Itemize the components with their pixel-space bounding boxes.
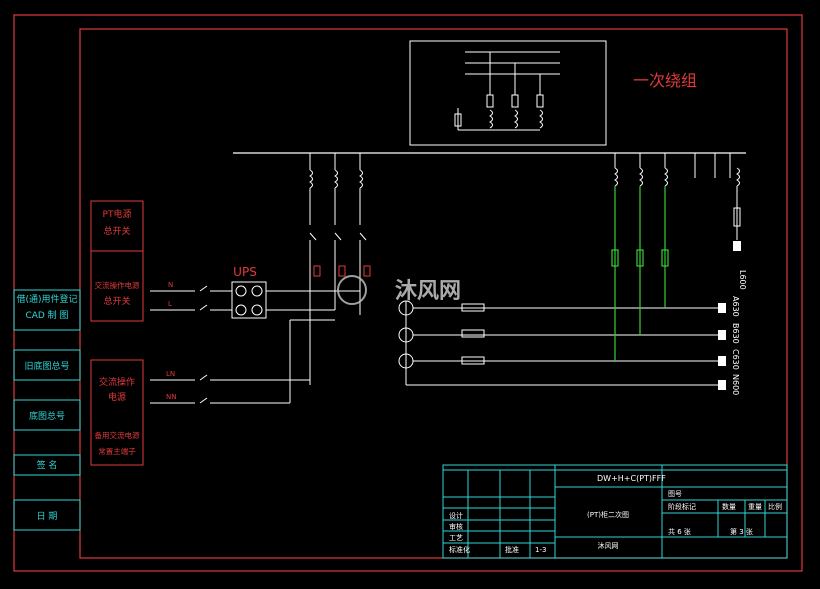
wire-n: N bbox=[168, 281, 173, 289]
ac-wiring bbox=[150, 285, 360, 404]
panel-text-6: 电源 bbox=[108, 391, 126, 403]
drawing-name: (PT)柜二次图 bbox=[587, 510, 629, 519]
pt-branch-right bbox=[614, 153, 741, 240]
page-code: 1-3 bbox=[535, 546, 546, 554]
panel-text-4: 总开关 bbox=[103, 295, 130, 307]
bus-a: A630 bbox=[731, 296, 740, 317]
watermark: 沐风网 bbox=[337, 275, 461, 305]
heading: 一次绕组 bbox=[633, 71, 697, 90]
panel-text-5: 交流操作 bbox=[99, 376, 135, 388]
mark-weight: 重量 bbox=[748, 503, 762, 511]
panel-text-3: 交流操作电源 bbox=[95, 280, 140, 290]
sheet-current: 第 3 张 bbox=[730, 527, 753, 536]
title-block bbox=[442, 464, 788, 559]
row-design: 设计 bbox=[449, 511, 463, 520]
panel-text-7: 备用交流电源 bbox=[95, 430, 140, 440]
drawing-number: DW+H+C(PT)FFF bbox=[597, 474, 666, 483]
mark-stage: 阶段标记 bbox=[668, 502, 696, 511]
side-label-2: CAD 制 图 bbox=[25, 309, 68, 321]
panel-text-1: PT电源 bbox=[103, 208, 132, 220]
l600-label: L600 bbox=[738, 270, 747, 290]
row-review: 审核 bbox=[449, 522, 463, 531]
side-label-4: 底图总号 bbox=[29, 410, 65, 422]
row-process: 工艺 bbox=[449, 534, 463, 542]
pt-branch-left bbox=[309, 153, 367, 385]
left-panel bbox=[90, 200, 144, 466]
wire-l: L bbox=[168, 300, 172, 308]
panel-text-2: 总开关 bbox=[103, 225, 130, 237]
wire-ln: LN bbox=[166, 370, 175, 378]
meters bbox=[398, 300, 720, 386]
side-strip bbox=[13, 289, 81, 531]
side-label-1: 借(通)用件登记 bbox=[16, 293, 77, 305]
mark-qty: 数量 bbox=[722, 502, 736, 511]
side-label-5: 签 名 bbox=[37, 459, 58, 471]
mark-scale: 比例 bbox=[768, 502, 782, 511]
mark-drawing-no: 图号 bbox=[668, 490, 682, 498]
side-label-6: 日 期 bbox=[37, 511, 58, 522]
bus-c: C630 bbox=[731, 349, 740, 370]
sheet-total: 共 6 张 bbox=[668, 527, 691, 536]
row-standard: 标准化 bbox=[449, 545, 470, 554]
bus-n: N600 bbox=[731, 374, 740, 395]
bus-b: B630 bbox=[731, 323, 740, 344]
side-label-3: 旧底图总号 bbox=[24, 360, 69, 372]
panel-text-8: 常置主端子 bbox=[98, 446, 136, 456]
watermark-text: 沐风网 bbox=[395, 279, 461, 304]
primary-winding-box bbox=[409, 40, 607, 146]
company-name: 沐风网 bbox=[598, 541, 619, 550]
ups-block: UPS bbox=[231, 265, 267, 319]
ups-label: UPS bbox=[233, 265, 257, 279]
green-links bbox=[611, 186, 669, 361]
wire-nn: NN bbox=[166, 393, 176, 401]
row-approve: 批准 bbox=[505, 545, 519, 554]
earth-terminal bbox=[733, 241, 741, 251]
